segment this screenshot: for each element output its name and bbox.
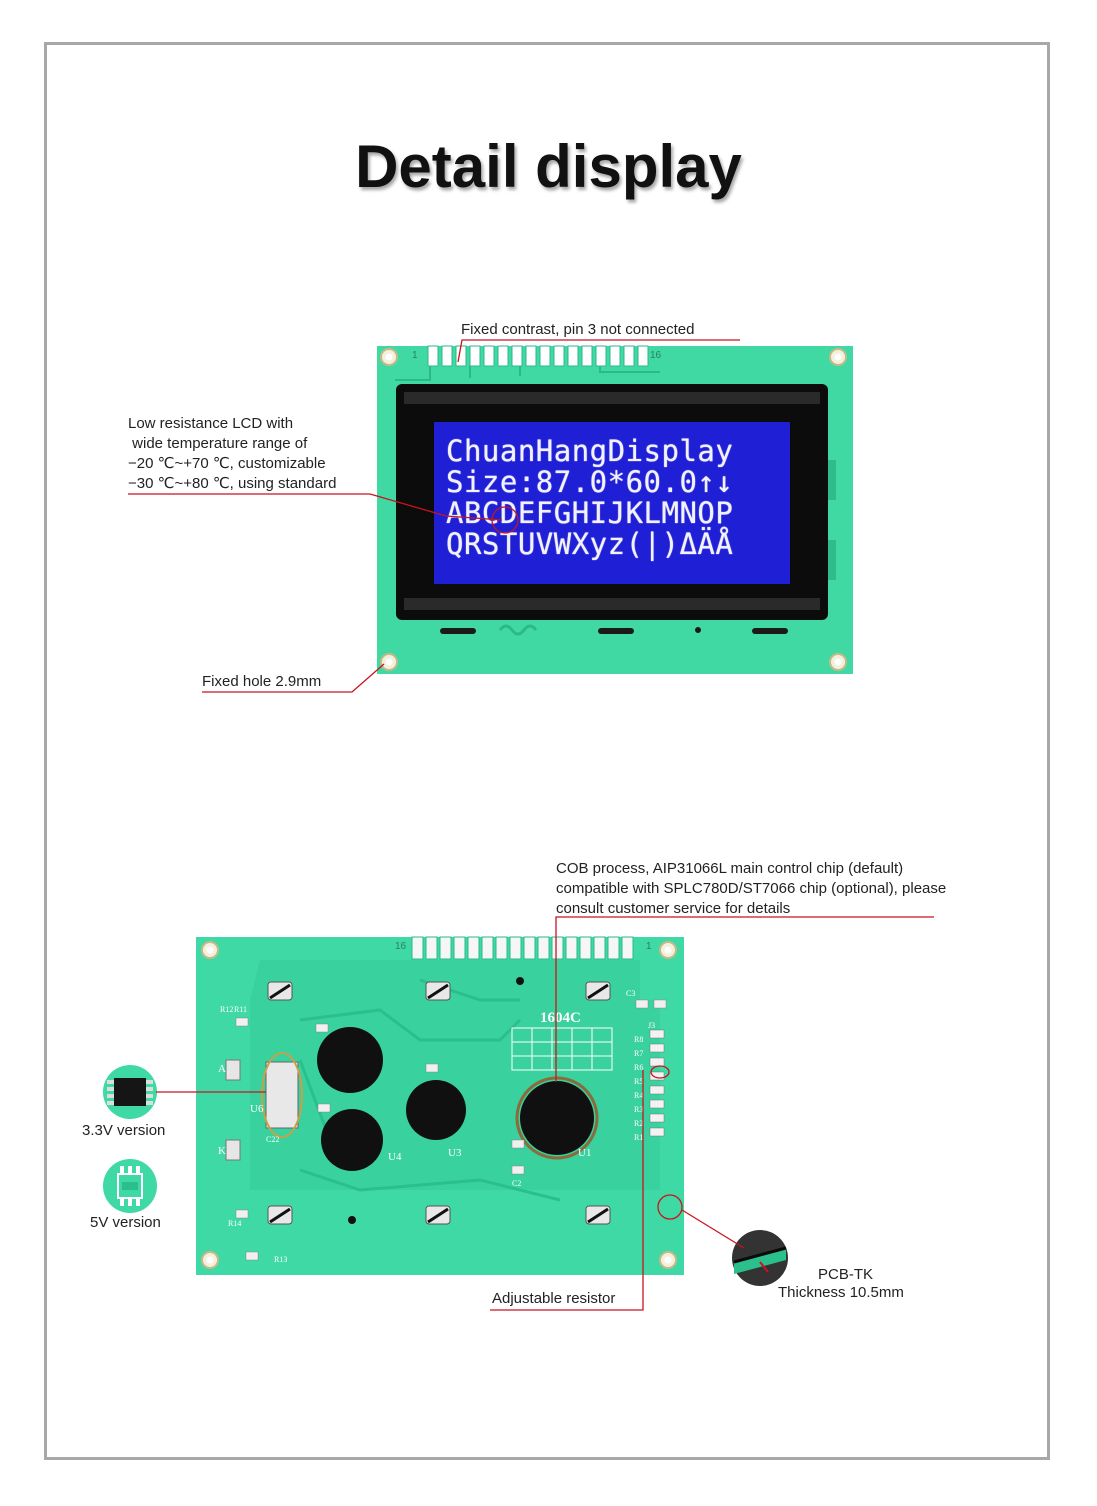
pcb-label-u3: U3: [448, 1147, 462, 1159]
callout-cob: COB process, AIP31066L main control chip…: [556, 859, 946, 919]
resistor-array: [649, 1029, 665, 1137]
pcb-label-c22: C22: [266, 1135, 279, 1144]
callout-cob-line-2: compatible with SPLC780D/ST7066 chip (op…: [556, 880, 947, 897]
page-title: Detail display: [355, 133, 742, 200]
pcb-label-c3: C3: [626, 989, 635, 998]
pcb-model-label: 1604C: [540, 1010, 581, 1026]
pcb-label-r7: R7: [634, 1049, 643, 1058]
back-pin1-label: 1: [646, 941, 652, 952]
label-5v-version: 5V version: [90, 1214, 161, 1231]
pcb-label-u6: U6: [250, 1103, 264, 1115]
lcd-line-1: ChuanHangDisplay: [446, 434, 734, 468]
pcb-label-u4: U4: [388, 1151, 402, 1163]
chip-5v-icon: [103, 1159, 157, 1213]
front-mounting-holes: [380, 348, 847, 671]
lcd-line-2: Size:87.0*60.0↑↓: [446, 465, 734, 499]
back-mounting-holes: [201, 941, 677, 1269]
callout-lcd-info-line-2: wide temperature range of: [128, 435, 308, 452]
callout-lcd-info: Low resistance LCD with wide temperature…: [128, 414, 336, 494]
front-pin-header: [427, 345, 649, 367]
cob-chips: [317, 1027, 594, 1171]
pcb-label-r3: R3: [634, 1105, 643, 1114]
back-pin16-label: 16: [395, 941, 407, 952]
front-pin16-label: 16: [650, 350, 662, 361]
callout-fixed-contrast: Fixed contrast, pin 3 not connected: [461, 321, 695, 338]
pcb-label-r13: R13: [274, 1255, 287, 1264]
callout-lcd-info-line-3: −20 ℃~+70 ℃, customizable: [128, 455, 326, 472]
pcb-label-r11: R11: [234, 1005, 247, 1014]
pcb-thickness-icon: [732, 1230, 788, 1286]
pcb-label-r14: R14: [228, 1219, 241, 1228]
callout-lines: [128, 339, 934, 1311]
chip-3v3-icon: [103, 1065, 157, 1119]
callout-thickness: Thickness 10.5mm: [778, 1284, 904, 1301]
pcb-label-a: A: [218, 1063, 226, 1075]
label-3v3-version: 3.3V version: [82, 1122, 166, 1139]
pcb-label-r8: R8: [634, 1035, 643, 1044]
pcb-label-r2: R2: [634, 1119, 643, 1128]
pcb-label-r12: R12: [220, 1005, 233, 1014]
callout-pcb-tk: PCB-TK: [818, 1266, 874, 1283]
callout-adjustable-resistor: Adjustable resistor: [492, 1290, 616, 1307]
front-pin1-label: 1: [412, 350, 418, 361]
lcd-screen: ChuanHangDisplay Size:87.0*60.0↑↓ ABCDEF…: [434, 422, 790, 584]
smd-components: [235, 999, 667, 1261]
callout-fixed-hole: Fixed hole 2.9mm: [202, 673, 322, 690]
pcb-label-c2: C2: [512, 1179, 521, 1188]
pcb-label-r1: R1: [634, 1133, 643, 1142]
callout-lcd-info-line-1: Low resistance LCD with: [128, 415, 294, 432]
pcb-label-k: K: [218, 1145, 226, 1157]
page-frame: [44, 42, 1050, 1460]
pcb-label-j3: J3: [648, 1021, 655, 1030]
callout-cob-line-1: COB process, AIP31066L main control chip…: [556, 860, 904, 877]
pcb-label-r5: R5: [634, 1077, 643, 1086]
pcb-label-u1: U1: [578, 1147, 591, 1159]
pcb-label-r6: R6: [634, 1063, 643, 1072]
lcd-line-4: QRSTUVWXyz(|)ΔÄÅ: [446, 527, 734, 561]
callout-lcd-info-line-4: −30 ℃~+80 ℃, using standard: [128, 475, 337, 492]
callout-cob-line-3: consult customer service for details: [556, 900, 791, 917]
back-pin-header: [411, 936, 634, 960]
pcb-label-r4: R4: [634, 1091, 643, 1100]
